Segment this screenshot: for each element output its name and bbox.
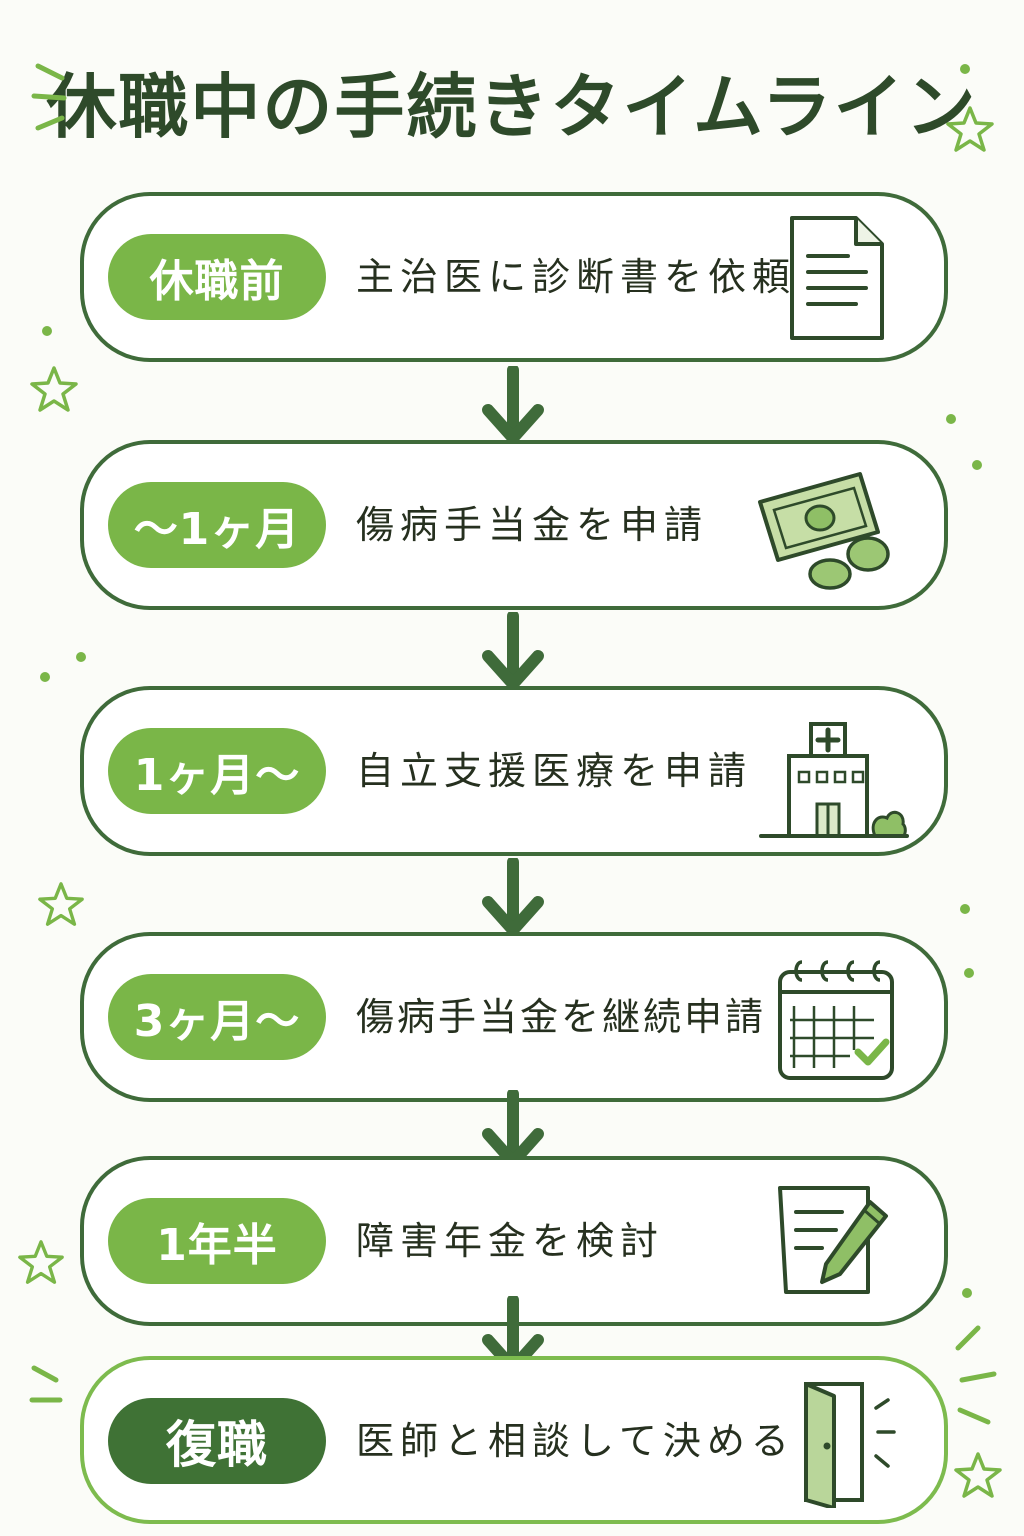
- dot-icon: [76, 652, 86, 662]
- step-text: 傷病手当金を申請: [356, 503, 709, 547]
- arrow-down-icon: [482, 612, 544, 690]
- sparkle-bottom-left-icon: [29, 1365, 63, 1403]
- dot-icon: [40, 672, 50, 682]
- star-top-right-icon: [946, 106, 994, 152]
- step-text: 自立支援医療を申請: [356, 749, 753, 793]
- document-icon: [790, 216, 884, 340]
- money-icon: [758, 472, 890, 590]
- timeline-step-first-month: 〜1ヶ月 傷病手当金を申請: [80, 440, 948, 610]
- step-badge: 休職前: [108, 234, 326, 320]
- star-left-icon: [18, 1240, 64, 1284]
- dot-icon: [964, 968, 974, 978]
- step-badge: 〜1ヶ月: [108, 482, 326, 568]
- timeline-step-three-months: 3ヶ月〜 傷病手当金を継続申請: [80, 932, 948, 1102]
- step-text: 障害年金を検討: [356, 1219, 665, 1263]
- arrow-down-icon: [482, 858, 544, 936]
- step-badge: 3ヶ月〜: [108, 974, 326, 1060]
- open-door-icon: [804, 1382, 896, 1508]
- dot-icon: [42, 326, 52, 336]
- step-text: 主治医に診断書を依頼: [356, 255, 797, 299]
- step-badge: 復職: [108, 1398, 326, 1484]
- arrow-down-icon: [482, 366, 544, 444]
- dot-icon: [946, 414, 956, 424]
- star-left-icon: [38, 882, 84, 926]
- calendar-check-icon: [778, 960, 894, 1080]
- sparkle-bottom-right-icon: [955, 1325, 997, 1425]
- timeline-step-before-leave: 休職前 主治医に診断書を依頼: [80, 192, 948, 362]
- pencil-form-icon: [778, 1186, 888, 1294]
- page-title: 休職中の手続きタイムライン: [46, 66, 978, 148]
- step-badge: 1年半: [108, 1198, 326, 1284]
- dot-icon: [960, 904, 970, 914]
- timeline-step-after-month: 1ヶ月〜 自立支援医療を申請: [80, 686, 948, 856]
- star-bottom-right-icon: [954, 1452, 1002, 1498]
- dot-icon: [972, 460, 982, 470]
- dot-icon: [960, 64, 970, 74]
- step-badge: 1ヶ月〜: [108, 728, 326, 814]
- hospital-icon: [759, 722, 909, 838]
- sparkle-left-icon: [31, 63, 67, 131]
- dot-icon: [962, 1288, 972, 1298]
- step-text: 医師と相談して決める: [356, 1419, 795, 1463]
- timeline-step-return-to-work: 復職 医師と相談して決める: [80, 1356, 948, 1524]
- step-text: 傷病手当金を継続申請: [356, 995, 767, 1039]
- star-left-icon: [30, 366, 78, 412]
